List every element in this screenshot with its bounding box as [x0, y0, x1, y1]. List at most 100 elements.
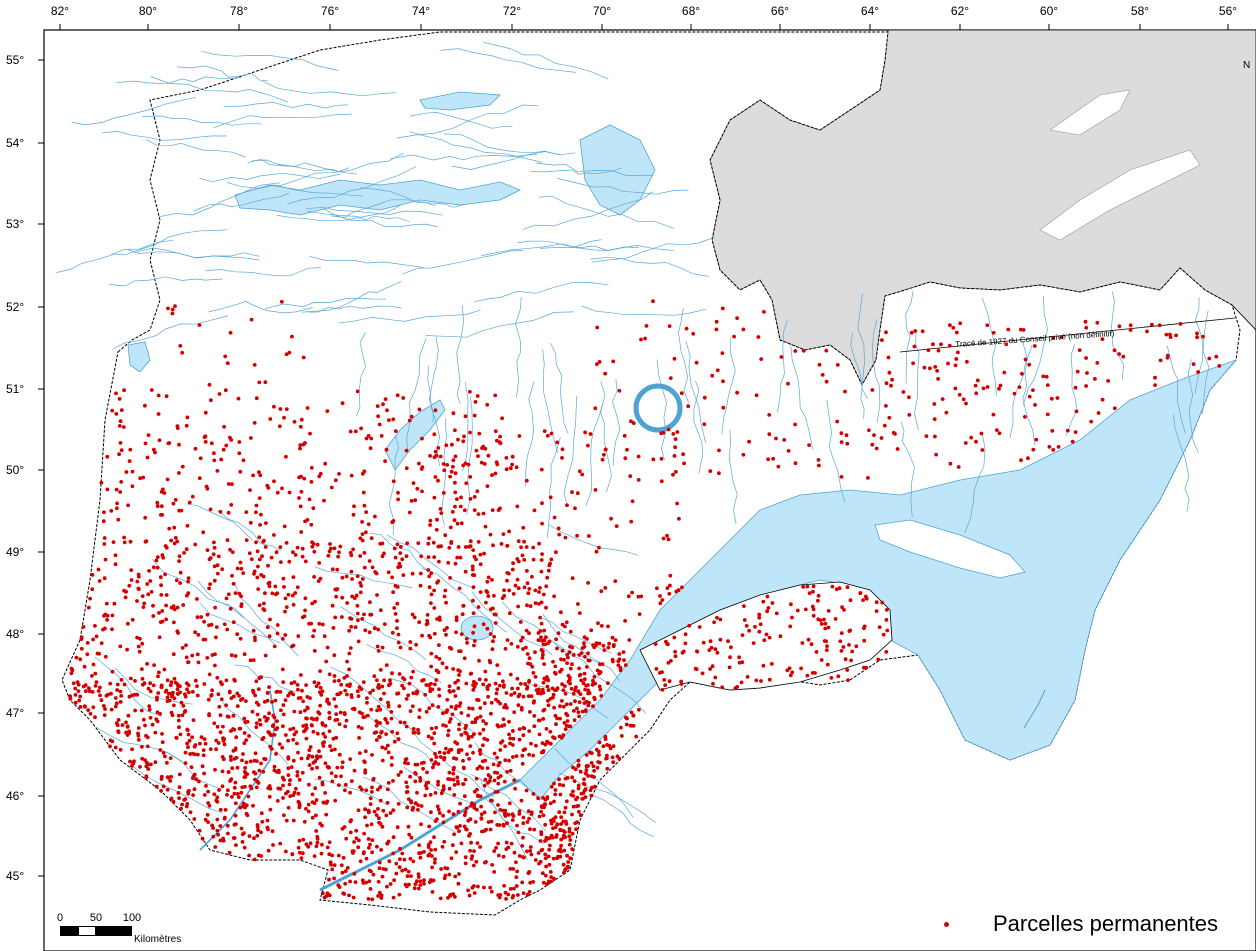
plot-point — [564, 620, 569, 625]
plot-point — [283, 698, 288, 703]
plot-point — [303, 441, 307, 445]
plot-point — [477, 658, 481, 663]
plot-point — [437, 687, 441, 692]
plot-point — [479, 816, 484, 821]
plot-point — [561, 783, 566, 788]
plot-point — [956, 465, 961, 469]
plot-point — [388, 811, 393, 815]
plot-point — [537, 718, 542, 723]
plot-point — [267, 685, 271, 689]
plot-point — [567, 834, 572, 839]
plot-point — [143, 403, 147, 408]
plot-point — [220, 682, 224, 687]
plot-point — [196, 632, 201, 637]
plot-point — [208, 747, 213, 751]
plot-point — [245, 719, 250, 724]
plot-point — [432, 555, 437, 559]
plot-point — [659, 456, 664, 461]
plot-point — [515, 823, 519, 828]
plot-point — [468, 430, 472, 435]
plot-point — [296, 845, 301, 850]
plot-point — [502, 812, 507, 817]
plot-point — [568, 838, 573, 842]
plot-point — [401, 396, 406, 400]
plot-point — [624, 722, 629, 727]
plot-point — [431, 765, 435, 770]
plot-point — [273, 698, 278, 703]
plot-point — [310, 544, 315, 549]
plot-point — [352, 768, 357, 773]
plot-point — [428, 518, 433, 523]
plot-point — [399, 544, 403, 549]
plot-point — [667, 591, 672, 596]
plot-point — [598, 760, 602, 765]
plot-point — [238, 560, 243, 565]
plot-point — [438, 454, 443, 459]
plot-point — [452, 832, 456, 837]
plot-point — [714, 319, 719, 324]
river — [590, 256, 709, 277]
plot-point — [712, 620, 716, 625]
plot-point — [519, 545, 523, 550]
plot-point — [576, 804, 581, 808]
plot-point — [901, 390, 906, 394]
plot-point — [509, 693, 514, 697]
plot-point — [215, 675, 220, 680]
plot-point — [348, 819, 353, 824]
plot-point — [294, 786, 298, 791]
longitude-label: 56° — [1218, 4, 1238, 18]
plot-point — [442, 757, 446, 762]
plot-point — [356, 808, 361, 813]
plot-point — [363, 815, 367, 820]
plot-point — [343, 782, 348, 787]
plot-point — [711, 681, 715, 686]
plot-point — [256, 687, 261, 691]
plot-point — [193, 743, 198, 747]
plot-point — [378, 608, 383, 613]
plot-point — [608, 746, 613, 751]
plot-point — [416, 541, 421, 545]
plot-point — [464, 681, 469, 686]
plot-point — [770, 601, 775, 605]
plot-point — [93, 684, 98, 688]
plot-point — [554, 835, 559, 839]
plot-point — [82, 664, 87, 669]
plot-point — [332, 653, 337, 658]
plot-point — [597, 753, 601, 757]
plot-point — [114, 391, 118, 396]
plot-point — [575, 533, 579, 538]
plot-point — [765, 609, 769, 614]
plot-point — [463, 726, 468, 731]
longitude-label: 72° — [502, 4, 522, 18]
plot-point — [159, 490, 164, 494]
plot-point — [129, 568, 134, 572]
plot-point — [429, 601, 433, 605]
plot-point — [572, 718, 577, 723]
plot-point — [453, 680, 458, 685]
plot-point — [528, 880, 533, 885]
plot-point — [259, 854, 263, 858]
plot-point — [385, 721, 390, 725]
plot-point — [490, 863, 495, 867]
plot-point — [145, 744, 150, 749]
plot-point — [474, 681, 478, 686]
manicouagan-reservoir — [633, 383, 683, 433]
plot-point — [507, 732, 511, 737]
plot-point — [658, 594, 662, 598]
plot-point — [577, 673, 582, 678]
plot-point — [254, 721, 259, 725]
plot-point — [887, 370, 892, 375]
plot-point — [378, 798, 383, 803]
plot-point — [268, 786, 273, 791]
plot-point — [764, 632, 769, 637]
plot-point — [568, 629, 573, 634]
plot-point — [382, 551, 386, 556]
plot-point — [418, 855, 423, 860]
plot-point — [932, 417, 937, 421]
plot-point — [428, 792, 433, 797]
plot-point — [368, 842, 372, 847]
plot-point — [127, 694, 132, 699]
plot-point — [119, 448, 124, 453]
plot-point — [485, 687, 490, 691]
plot-point — [218, 807, 223, 812]
